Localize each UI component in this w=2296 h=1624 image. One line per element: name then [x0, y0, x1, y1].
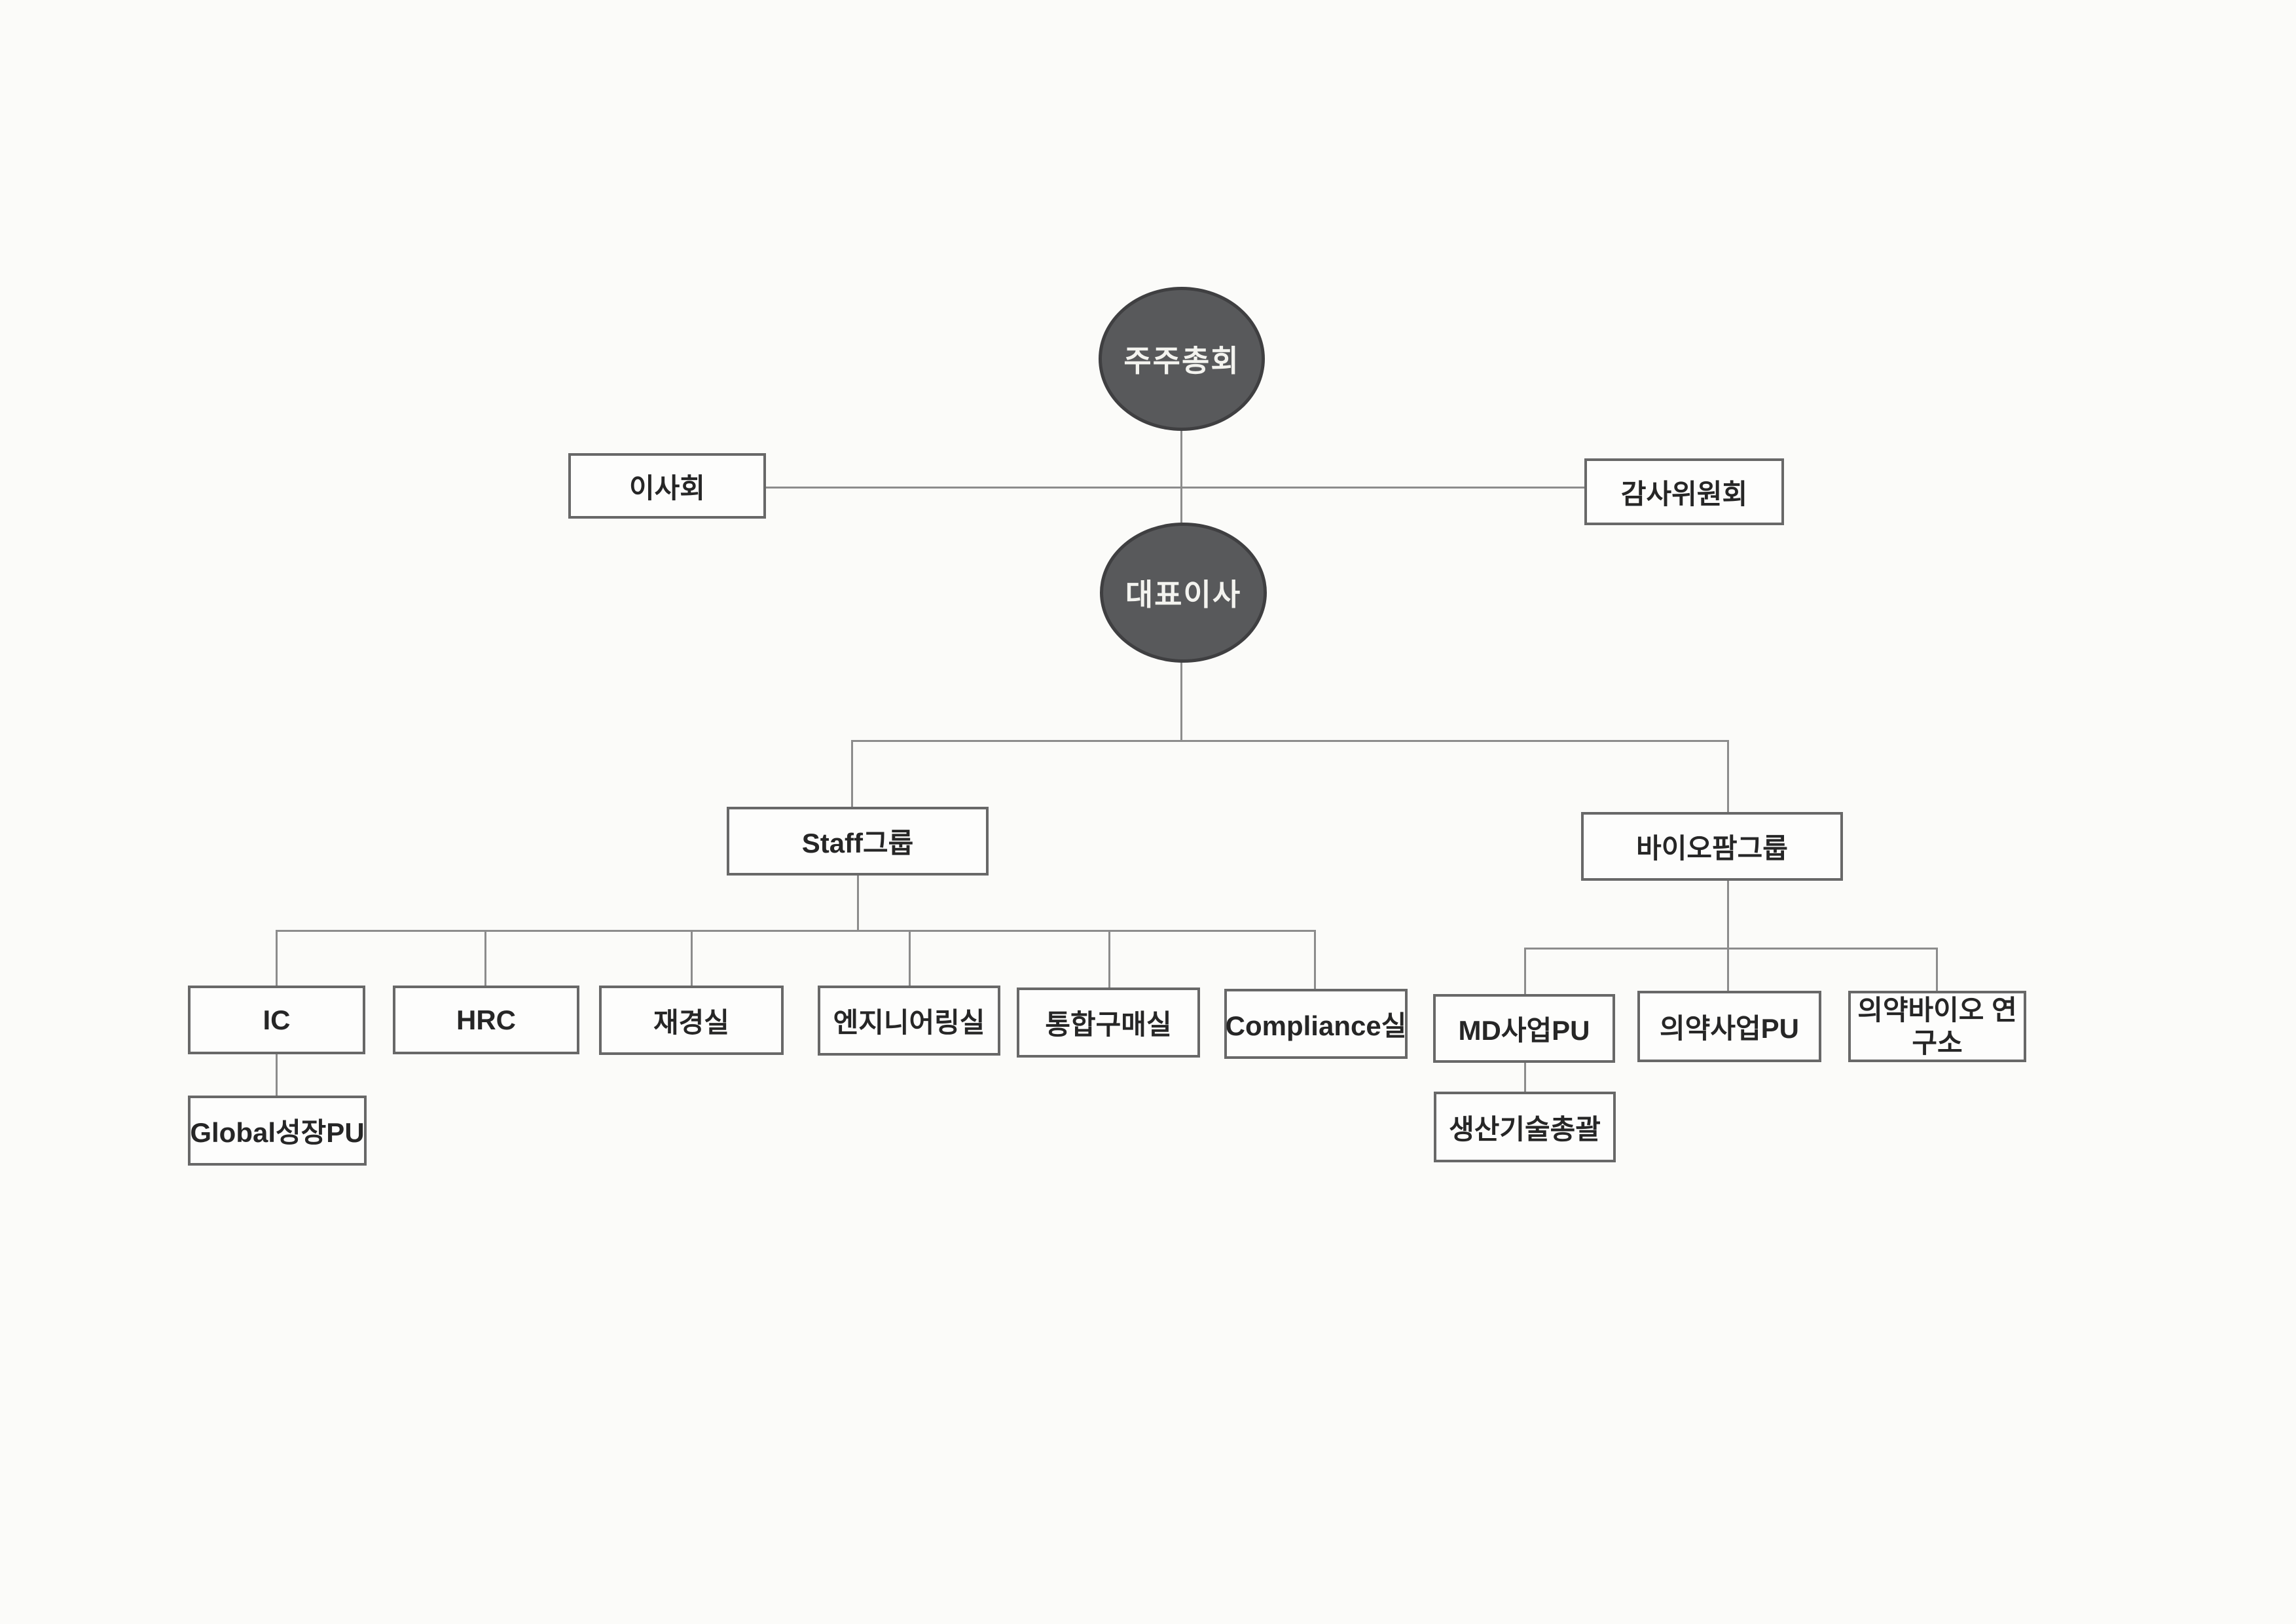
node-audit-committee: 감사위원회 [1584, 458, 1784, 525]
node-finance-office: 재경실 [599, 986, 784, 1055]
connector-drop-ic [276, 930, 278, 986]
node-board-of-directors: 이사회 [568, 453, 766, 519]
node-label: 엔지니어링실 [833, 1007, 985, 1038]
node-label: 바이오팜그룹 [1636, 833, 1788, 864]
connector-staff-group-down [857, 876, 859, 931]
connector-drop-compliance [1314, 930, 1316, 989]
node-label: 대표이사 [1125, 578, 1242, 612]
connector-drop-finance [691, 930, 693, 986]
node-compliance-office: Compliance실 [1224, 989, 1408, 1059]
connector-shareholders-to-ceo [1180, 430, 1182, 525]
connector-drop-pharma-pu [1727, 948, 1729, 991]
node-label: 주주총회 [1123, 344, 1240, 378]
node-staff-group: Staff그룹 [727, 807, 989, 876]
connector-bus-to-staff-group [851, 740, 853, 807]
node-engineering-office: 엔지니어링실 [818, 986, 1000, 1056]
connector-board-audit [766, 487, 1584, 489]
node-label: MD사업PU [1458, 1015, 1590, 1046]
node-label: 생산기술총괄 [1449, 1113, 1601, 1145]
connector-drop-md [1524, 948, 1526, 995]
connector-ic-to-global [276, 1054, 278, 1096]
connector-bus-to-biopharm-group [1727, 740, 1729, 813]
node-label: 통합구매실 [1045, 1009, 1172, 1040]
node-shareholders-meeting: 주주총회 [1099, 287, 1265, 431]
connector-bio-children-bus [1524, 948, 1938, 950]
connector-drop-purchasing [1108, 930, 1110, 988]
connector-staff-children-bus [276, 930, 1316, 932]
node-hrc: HRC [393, 986, 579, 1054]
node-label: IC [263, 1004, 291, 1035]
node-label: 이사회 [629, 472, 705, 504]
node-integrated-purchasing-office: 통합구매실 [1017, 987, 1200, 1058]
node-label: 의약바이오 연구소 [1857, 994, 2017, 1058]
node-label: Compliance실 [1225, 1010, 1407, 1041]
node-label: 재경실 [653, 1006, 729, 1038]
node-label: 감사위원회 [1620, 478, 1748, 509]
connector-drop-engineering [909, 930, 911, 986]
node-label: HRC [456, 1004, 516, 1035]
connector-ceo-down [1180, 661, 1182, 741]
node-pharma-business-pu: 의약사업PU [1637, 991, 1821, 1062]
node-biopharm-group: 바이오팜그룹 [1581, 812, 1843, 881]
connector-drop-bio-research [1936, 948, 1938, 991]
connector-biopharm-group-down [1727, 881, 1729, 948]
node-pharma-bio-research-institute: 의약바이오 연구소 [1848, 991, 2026, 1062]
connector-drop-hrc [484, 930, 486, 986]
node-global-growth-pu: Global성장PU [188, 1096, 367, 1166]
connector-md-to-production [1524, 1062, 1526, 1092]
node-ceo: 대표이사 [1100, 523, 1267, 663]
node-ic: IC [188, 986, 365, 1054]
node-label: Global성장PU [190, 1117, 365, 1148]
node-md-business-pu: MD사업PU [1433, 994, 1615, 1063]
connector-group-bus [851, 740, 1729, 742]
node-label: Staff그룹 [801, 828, 914, 858]
node-label: 의약사업PU [1660, 1013, 1799, 1044]
node-production-technology-general: 생산기술총괄 [1434, 1092, 1616, 1162]
